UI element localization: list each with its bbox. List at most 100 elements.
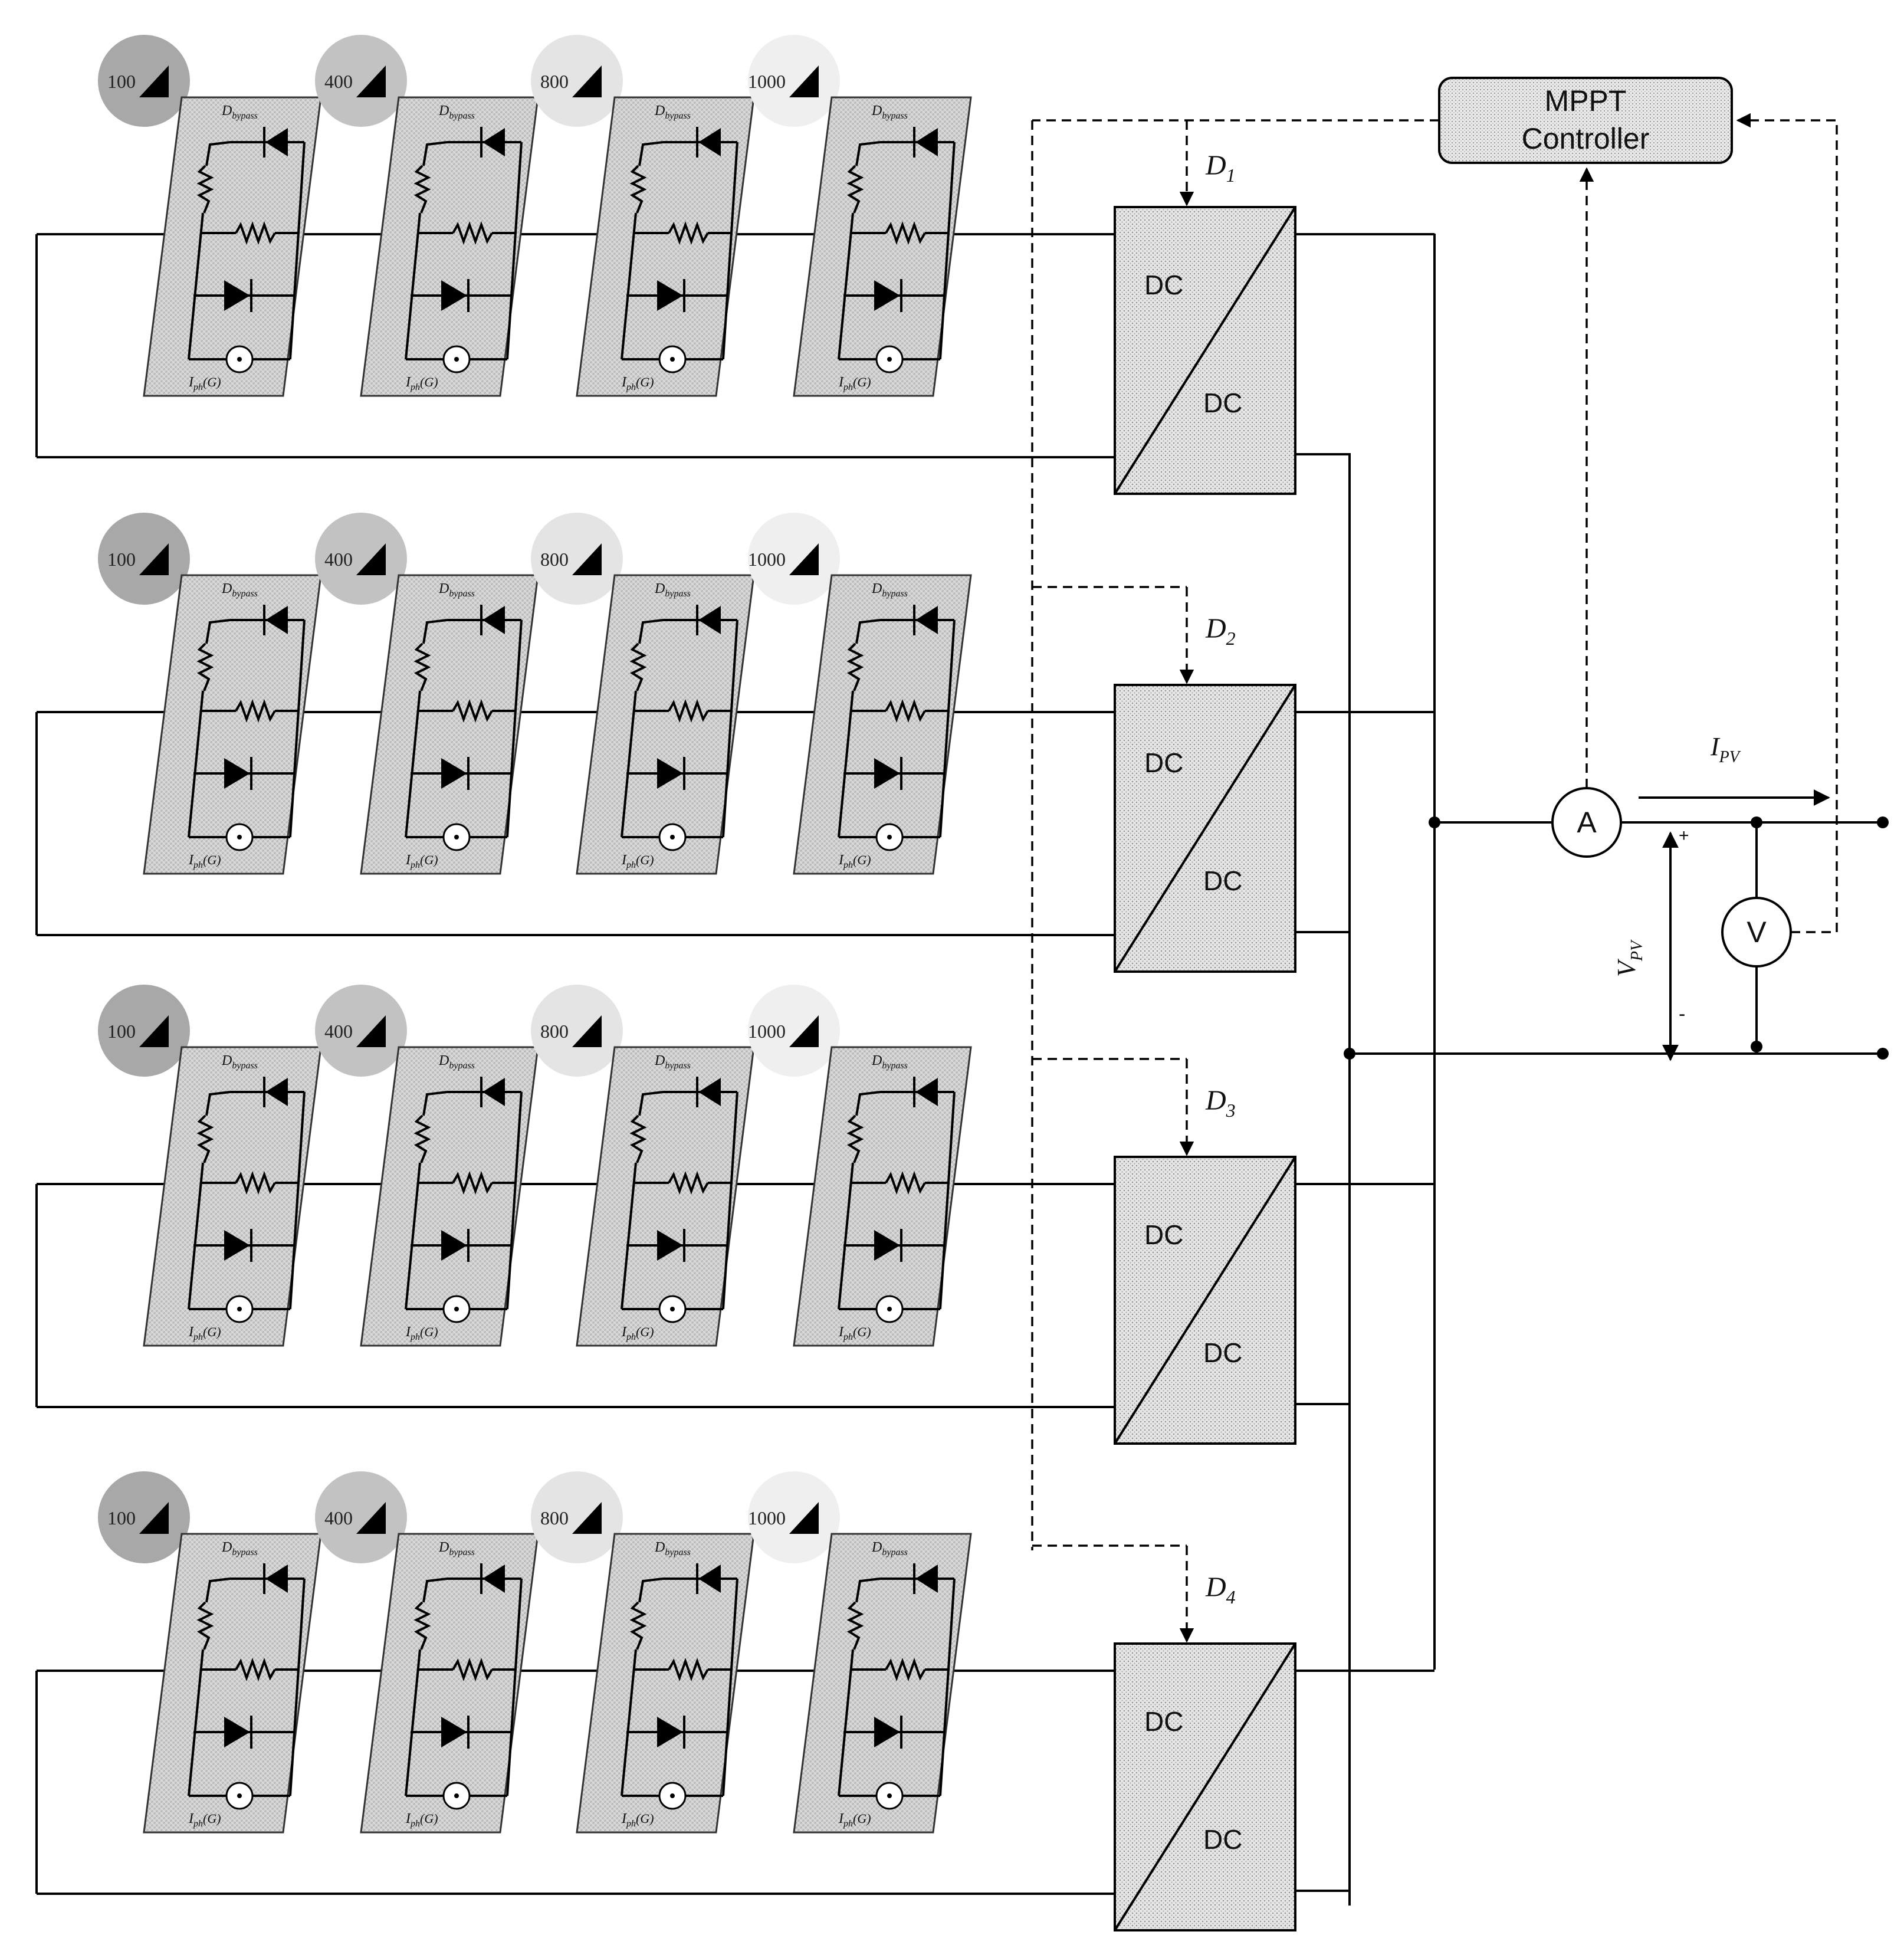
- bypass-diode-icon: [482, 1078, 505, 1106]
- output-bus-wiring: [1344, 234, 1889, 1890]
- photocurrent-label: Iph(G): [621, 1811, 654, 1829]
- photocurrent-label: Iph(G): [405, 375, 438, 392]
- current-source-dot: [237, 1307, 242, 1311]
- bypass-wire: [422, 141, 448, 166]
- voltage-measurement-line: [1736, 113, 1838, 933]
- bypass-diode-label: Dbypass: [438, 581, 475, 599]
- bypass-diode-icon: [698, 606, 721, 634]
- junction-dot: [1751, 1041, 1762, 1052]
- panel-body: [576, 1046, 755, 1347]
- panel-internal-left: [838, 212, 854, 360]
- panel-internal-left: [621, 1162, 637, 1310]
- control-signal-lines: [1031, 113, 1838, 1550]
- shunt-resistor-icon: [668, 699, 709, 723]
- voltage-minus-sign: -: [1679, 1003, 1685, 1025]
- duty-cycle-label: D1: [1205, 150, 1236, 186]
- irradiance-circle: [315, 35, 407, 127]
- diode-icon: [441, 280, 467, 311]
- converter-input-label: DC: [1144, 747, 1183, 778]
- irradiance-badge: 1000: [748, 35, 840, 127]
- panel-internal-left: [405, 212, 421, 360]
- sun-wedge-icon: [356, 1502, 386, 1534]
- negative-terminal: [1877, 1048, 1889, 1060]
- irradiance-circle: [98, 1471, 190, 1563]
- shunt-resistor-icon: [452, 1658, 493, 1681]
- irradiance-value: 800: [540, 71, 569, 92]
- shunt-resistor-icon: [235, 221, 276, 245]
- panel-internal-right: [939, 619, 956, 838]
- bypass-diode-icon: [482, 1565, 505, 1593]
- irradiance-badge: 400: [315, 1471, 407, 1563]
- diode-icon: [224, 758, 250, 789]
- panel-internal-right: [289, 1578, 306, 1796]
- photocurrent-label: Iph(G): [621, 1324, 654, 1342]
- panel-internal-right: [289, 1091, 306, 1310]
- pv-string: 100DbypassIph(G)400DbypassIph(G)800Dbypa…: [35, 985, 1434, 1419]
- mppt-controller-subtitle: Controller: [1522, 122, 1650, 155]
- bypass-wire: [855, 1578, 881, 1603]
- current-source-dot: [670, 357, 675, 362]
- bypass-diode-label: Dbypass: [871, 103, 908, 121]
- shunt-resistor-icon: [452, 1171, 493, 1195]
- photocurrent-label: Iph(G): [838, 1811, 871, 1829]
- series-resistor-icon: [629, 1114, 647, 1163]
- bypass-diode-icon: [915, 1565, 938, 1593]
- dc-dc-converter: DC DC D1: [1114, 120, 1296, 495]
- irradiance-circle: [98, 513, 190, 605]
- photocurrent-label: Iph(G): [188, 852, 221, 870]
- panel-body: [143, 574, 322, 875]
- bypass-wire: [855, 141, 881, 166]
- irradiance-value: 100: [107, 549, 136, 570]
- irradiance-value: 400: [324, 549, 353, 570]
- series-resistor-icon: [196, 165, 214, 214]
- irradiance-circle: [315, 1471, 407, 1563]
- converter-diagonal: [1114, 206, 1296, 495]
- shunt-resistor-icon: [885, 1658, 926, 1681]
- panel-internal-right: [722, 142, 738, 360]
- junction-dot: [1751, 816, 1762, 828]
- current-source-dot: [237, 357, 242, 362]
- bypass-diode-icon: [265, 1078, 288, 1106]
- converter-output-label: DC: [1203, 388, 1242, 418]
- shunt-resistor-icon: [668, 1658, 709, 1681]
- shunt-resistor-icon: [668, 1171, 709, 1195]
- diode-icon: [874, 280, 900, 311]
- bypass-diode-icon: [698, 128, 721, 156]
- current-source-dot: [670, 835, 675, 839]
- converter-negative-output: [1295, 931, 1351, 947]
- panel-internal-right: [289, 619, 306, 838]
- panel-body: [793, 1046, 972, 1347]
- bypass-wire: [205, 141, 231, 166]
- shunt-resistor-icon: [235, 1658, 276, 1681]
- bypass-diode-label: Dbypass: [438, 1053, 475, 1071]
- shunt-resistor-icon: [885, 1171, 926, 1195]
- photocurrent-label: Iph(G): [405, 1324, 438, 1342]
- pv-string: 100DbypassIph(G)400DbypassIph(G)800Dbypa…: [35, 513, 1434, 947]
- series-resistor-icon: [846, 642, 864, 691]
- photocurrent-label: Iph(G): [838, 375, 871, 392]
- bypass-wire: [205, 1091, 231, 1116]
- current-source-dot: [887, 835, 892, 839]
- sun-wedge-icon: [356, 1015, 386, 1047]
- current-label: IPV: [1710, 732, 1741, 766]
- ammeter-label: A: [1577, 806, 1597, 839]
- bypass-diode-label: Dbypass: [654, 1053, 691, 1071]
- bypass-diode-label: Dbypass: [871, 581, 908, 599]
- irradiance-circle: [315, 985, 407, 1077]
- irradiance-badge: 800: [531, 513, 623, 605]
- photocurrent-label: Iph(G): [405, 852, 438, 870]
- shunt-resistor-icon: [452, 699, 493, 723]
- irradiance-badge: 100: [98, 513, 190, 605]
- converter-input-label: DC: [1144, 270, 1183, 300]
- irradiance-badge: 1000: [748, 513, 840, 605]
- irradiance-badge: 400: [315, 985, 407, 1077]
- panel-body: [793, 1533, 972, 1834]
- diode-icon: [441, 1230, 467, 1261]
- irradiance-circle: [748, 985, 840, 1077]
